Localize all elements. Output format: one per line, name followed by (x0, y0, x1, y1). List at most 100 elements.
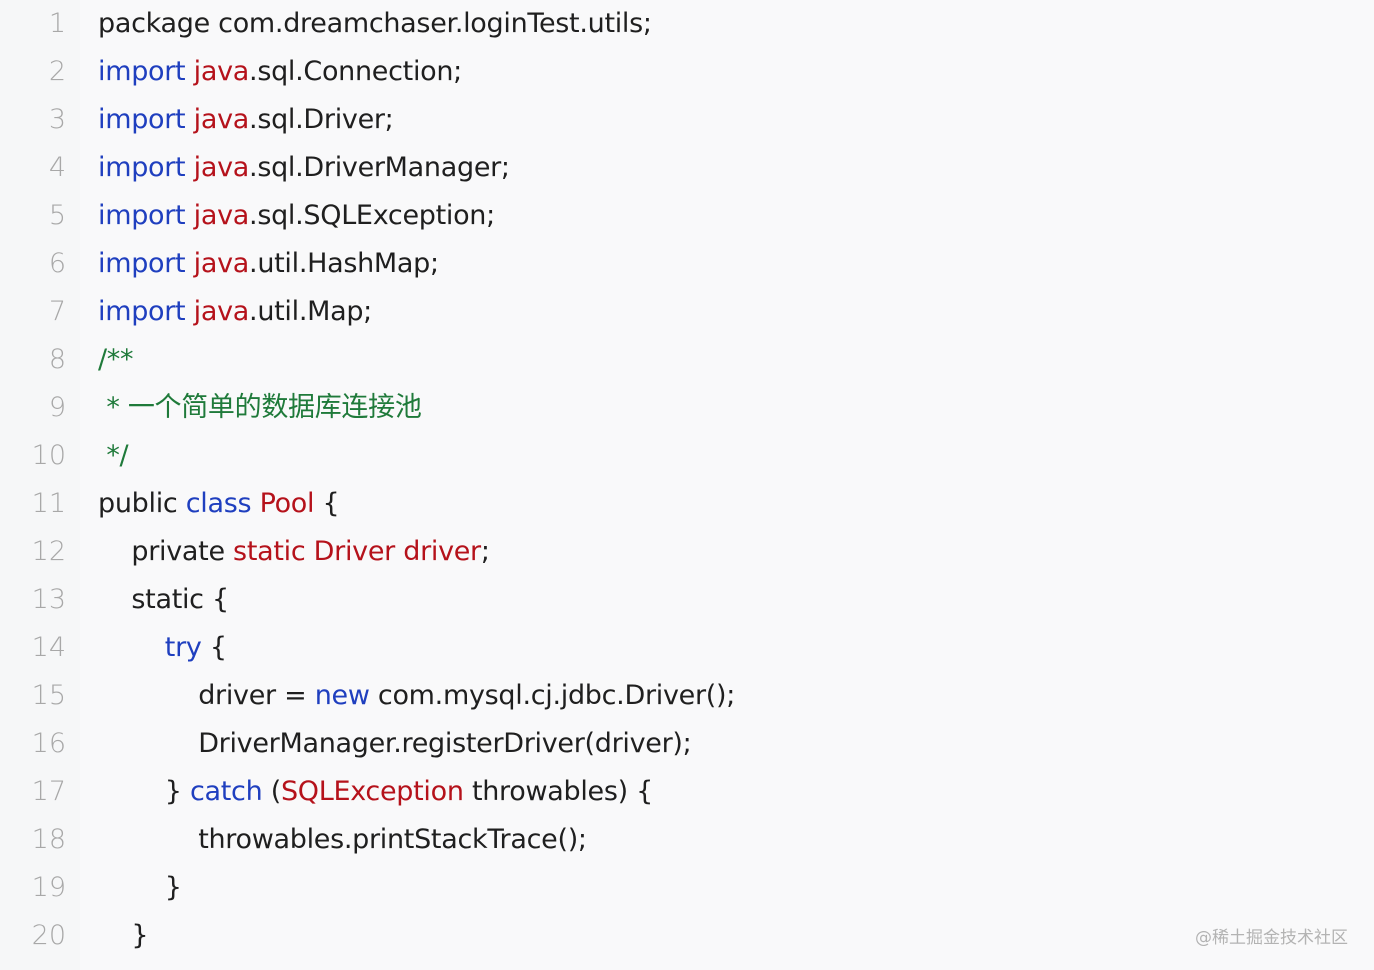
code-line: 11 public class Pool { (0, 480, 1374, 528)
code-text: import java.sql.DriverManager; (98, 144, 510, 192)
code-line: 10 */ (0, 432, 1374, 480)
code-token: .util.HashMap; (249, 248, 439, 279)
line-number: 1 (48, 8, 66, 39)
code-token: import (98, 104, 186, 135)
code-token: } (131, 920, 149, 951)
code-line: 18 throwables.printStackTrace(); (0, 816, 1374, 864)
line-number-gutter (0, 0, 80, 970)
code-text: private static Driver driver; (131, 528, 490, 576)
code-token: package com.dreamchaser.loginTest.utils; (98, 8, 652, 39)
code-token (185, 152, 193, 183)
code-text: } catch (SQLException throwables) { (164, 768, 654, 816)
code-text: import java.util.HashMap; (98, 240, 439, 288)
code-token (185, 56, 193, 87)
code-token: private (131, 536, 234, 567)
line-number: 5 (48, 200, 66, 231)
line-number: 7 (48, 296, 66, 327)
code-line: 5 import java.sql.SQLException; (0, 192, 1374, 240)
code-line: 8 /** (0, 336, 1374, 384)
code-token: catch (189, 776, 263, 807)
line-number: 19 (31, 872, 66, 903)
code-token: static { (131, 584, 229, 615)
code-token: } (164, 776, 190, 807)
code-line: 6 import java.util.HashMap; (0, 240, 1374, 288)
code-line: 19} (0, 864, 1374, 912)
code-token: java (193, 200, 250, 231)
code-line: 20} (0, 912, 1374, 960)
code-line: 1 package com.dreamchaser.loginTest.utils… (0, 0, 1374, 48)
code-token: SQLException (280, 776, 464, 807)
code-token: java (193, 152, 250, 183)
code-text: try { (165, 624, 227, 672)
code-text: import java.util.Map; (98, 288, 372, 336)
code-token: try (164, 632, 202, 663)
line-number: 18 (31, 824, 66, 855)
code-text: * 一个简单的数据库连接池 (106, 384, 421, 432)
line-number: 14 (31, 632, 66, 663)
code-text: } (165, 864, 182, 912)
code-token: DriverManager.registerDriver(driver); (198, 728, 692, 759)
code-token: ( (262, 776, 282, 807)
code-area (80, 0, 1374, 970)
code-token: java (193, 56, 250, 87)
code-text: import java.sql.SQLException; (98, 192, 495, 240)
line-number: 20 (31, 920, 66, 951)
code-line: 16 DriverManager.registerDriver(driver); (0, 720, 1374, 768)
line-number: 6 (48, 248, 66, 279)
code-line: 12 private static Driver driver; (0, 528, 1374, 576)
code-token (185, 296, 193, 327)
line-number: 2 (48, 56, 66, 87)
code-line: 7 import java.util.Map; (0, 288, 1374, 336)
code-token: import (98, 296, 186, 327)
code-token: .sql.SQLException; (249, 200, 495, 231)
code-text: /** (98, 336, 134, 384)
code-text: import java.sql.Driver; (98, 96, 394, 144)
line-number: 11 (31, 488, 66, 519)
code-token: { (201, 632, 227, 663)
code-text: package com.dreamchaser.loginTest.utils; (98, 0, 652, 48)
code-line: 14 try { (0, 624, 1374, 672)
code-text: public class Pool { (98, 480, 340, 528)
code-text: DriverManager.registerDriver(driver); (198, 720, 692, 768)
line-number: 8 (48, 344, 66, 375)
code-token: java (193, 248, 250, 279)
code-line: 2 import java.sql.Connection; (0, 48, 1374, 96)
code-token: class (185, 488, 252, 519)
code-text: throwables.printStackTrace(); (198, 816, 587, 864)
code-token: import (98, 56, 186, 87)
code-token (185, 248, 193, 279)
code-line: 17} catch (SQLException throwables) { (0, 768, 1374, 816)
code-token (185, 104, 193, 135)
code-line: 9 * 一个简单的数据库连接池 (0, 384, 1374, 432)
code-token: .sql.Connection; (249, 56, 462, 87)
code-token: */ (106, 440, 129, 471)
code-line: 13 static { (0, 576, 1374, 624)
code-token (251, 488, 259, 519)
line-number: 17 (31, 776, 66, 807)
line-number: 9 (48, 392, 66, 423)
code-token: /** (98, 344, 134, 375)
code-token: new (314, 680, 370, 711)
line-number: 10 (31, 440, 66, 471)
code-token: throwables) { (463, 776, 654, 807)
code-token: static Driver driver (233, 536, 481, 567)
code-text: static { (131, 576, 229, 624)
watermark: @稀土掘金技术社区 (1195, 928, 1348, 948)
code-token: java (193, 104, 250, 135)
code-token: import (98, 200, 186, 231)
line-number: 16 (31, 728, 66, 759)
code-token: .sql.DriverManager; (249, 152, 510, 183)
line-number: 13 (31, 584, 66, 615)
code-text: import java.sql.Connection; (98, 48, 462, 96)
line-number: 12 (31, 536, 66, 567)
code-token: java (193, 296, 250, 327)
code-token: * 一个简单的数据库连接池 (106, 392, 422, 423)
code-token: .util.Map; (249, 296, 372, 327)
code-token: com.mysql.cj.jdbc.Driver(); (369, 680, 736, 711)
code-token: Pool (259, 488, 315, 519)
code-token: throwables.printStackTrace(); (198, 824, 587, 855)
